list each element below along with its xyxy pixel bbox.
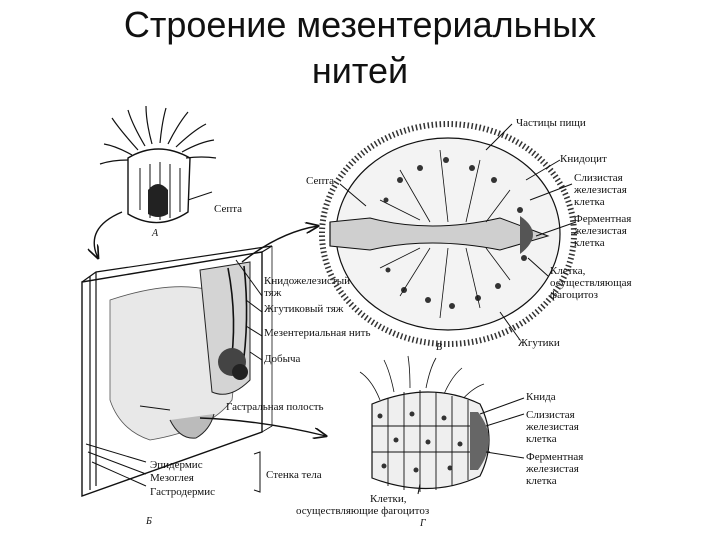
phagocyte-cell-label-1: Клетка, <box>550 265 586 277</box>
cnido-glandular-label-2: тяж <box>264 287 282 299</box>
enzyme-cell-label-3: клетка <box>574 237 605 249</box>
mucous-cell-label-1: Слизистая <box>574 172 623 184</box>
phagocytes-g-label-1: Клетки, <box>370 493 407 505</box>
cell-walls-v <box>379 149 511 319</box>
phagocyte-cell-label-2: осуществляющая <box>550 277 632 289</box>
cnida-label: Книда <box>526 391 556 403</box>
mucous-cell-label-3: клетка <box>574 196 605 208</box>
cnidocyte-label: Книдоцит <box>560 153 607 165</box>
body-wall-label: Стенка тела <box>266 469 322 481</box>
gastral-cavity-label: Гастральная полость <box>226 401 324 413</box>
title-line-2: нитей <box>311 50 409 91</box>
phagocytes-g-label-2: осуществляющие фагоцитоз <box>296 505 429 517</box>
gastrodermis-label: Гастродермис <box>150 486 215 498</box>
figure-letter-b: Б <box>145 516 152 527</box>
cell-nuclei-g <box>377 411 463 473</box>
flagella-label: Жгутики <box>518 337 560 349</box>
enzyme-cell-label-1: Ферментная <box>574 213 631 225</box>
title-line-1: Строение мезентериальных <box>123 4 597 45</box>
enzyme-cell-g-label-1: Ферментная <box>526 451 583 463</box>
phagocyte-cell-label-3: фагоцитоз <box>550 289 598 301</box>
flagellar-cord-label: Жгутиковый тяж <box>264 303 344 315</box>
tentacles <box>99 105 217 165</box>
figure-letter-v: В <box>436 342 442 353</box>
filament-cross-section-v <box>319 121 577 347</box>
cnido-glandular-label-1: Книдожелезистый <box>264 275 350 287</box>
septa-label-a: Септа <box>214 203 242 215</box>
anemone-drawing: Септа А <box>94 105 242 258</box>
enzyme-cell-label-2: железистая <box>573 225 627 237</box>
prey-label: Добыча <box>264 353 301 365</box>
body-wall-section <box>81 226 326 497</box>
mesoglea-label: Мезоглея <box>150 472 194 484</box>
mucous-cell-g-label-1: Слизистая <box>526 409 575 421</box>
flagella-g <box>359 355 485 403</box>
enzyme-cell-g-label-2: железистая <box>525 463 579 475</box>
food-particles-label: Частицы пищи <box>516 117 586 129</box>
septa-label-v: Септа <box>306 175 334 187</box>
page-title: Строение мезентериальных нитей <box>0 2 720 94</box>
figure-letter-a: А <box>151 228 159 239</box>
filament-cross-section-g <box>359 355 490 492</box>
mucous-cell-g-label-3: клетка <box>526 433 557 445</box>
epidermis-label: Эпидермис <box>150 459 203 471</box>
mucous-cell-label-2: железистая <box>573 184 627 196</box>
figure-letter-g: Г <box>419 518 426 529</box>
mesenterial-filament-label: Мезентериальная нить <box>264 327 371 339</box>
enzyme-cell-g-label-3: клетка <box>526 475 557 487</box>
mucous-cell-g-label-2: железистая <box>525 421 579 433</box>
